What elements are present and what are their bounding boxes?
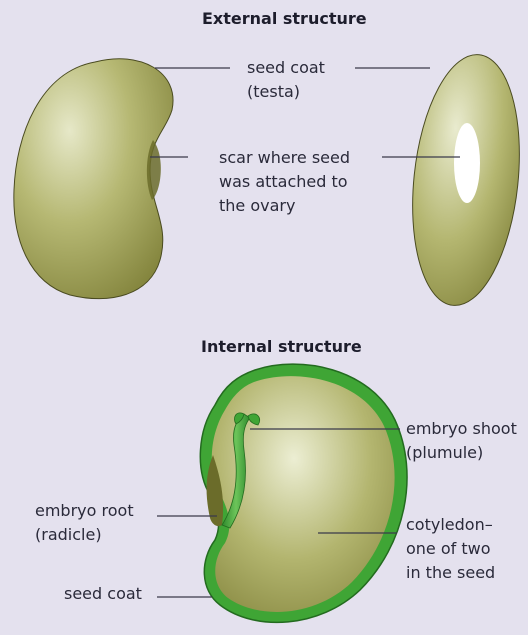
label-cotyledon: cotyledon– one of two in the seed <box>406 513 495 585</box>
label-cotyledon-line3: in the seed <box>406 561 495 585</box>
front-scar <box>454 123 480 203</box>
label-cotyledon-line2: one of two <box>406 537 495 561</box>
label-embryo-shoot: embryo shoot (plumule) <box>406 417 517 465</box>
label-scar-line2: was attached to <box>219 170 350 194</box>
label-scar: scar where seed was attached to the ovar… <box>219 146 350 218</box>
label-seed-coat-testa: seed coat (testa) <box>247 56 325 104</box>
label-root-line1: embryo root <box>35 499 134 523</box>
label-scar-line1: scar where seed <box>219 146 350 170</box>
internal-structure-heading: Internal structure <box>201 337 362 356</box>
label-cotyledon-line1: cotyledon– <box>406 513 495 537</box>
label-scar-line3: the ovary <box>219 194 350 218</box>
label-seed-coat-line2: (testa) <box>247 80 325 104</box>
external-structure-heading: External structure <box>202 9 367 28</box>
label-embryo-root: embryo root (radicle) <box>35 499 134 547</box>
label-shoot-line2: (plumule) <box>406 441 517 465</box>
label-seed-coat-line1: seed coat <box>247 56 325 80</box>
label-seed-coat-internal: seed coat <box>64 582 142 606</box>
label-shoot-line1: embryo shoot <box>406 417 517 441</box>
label-root-line2: (radicle) <box>35 523 134 547</box>
